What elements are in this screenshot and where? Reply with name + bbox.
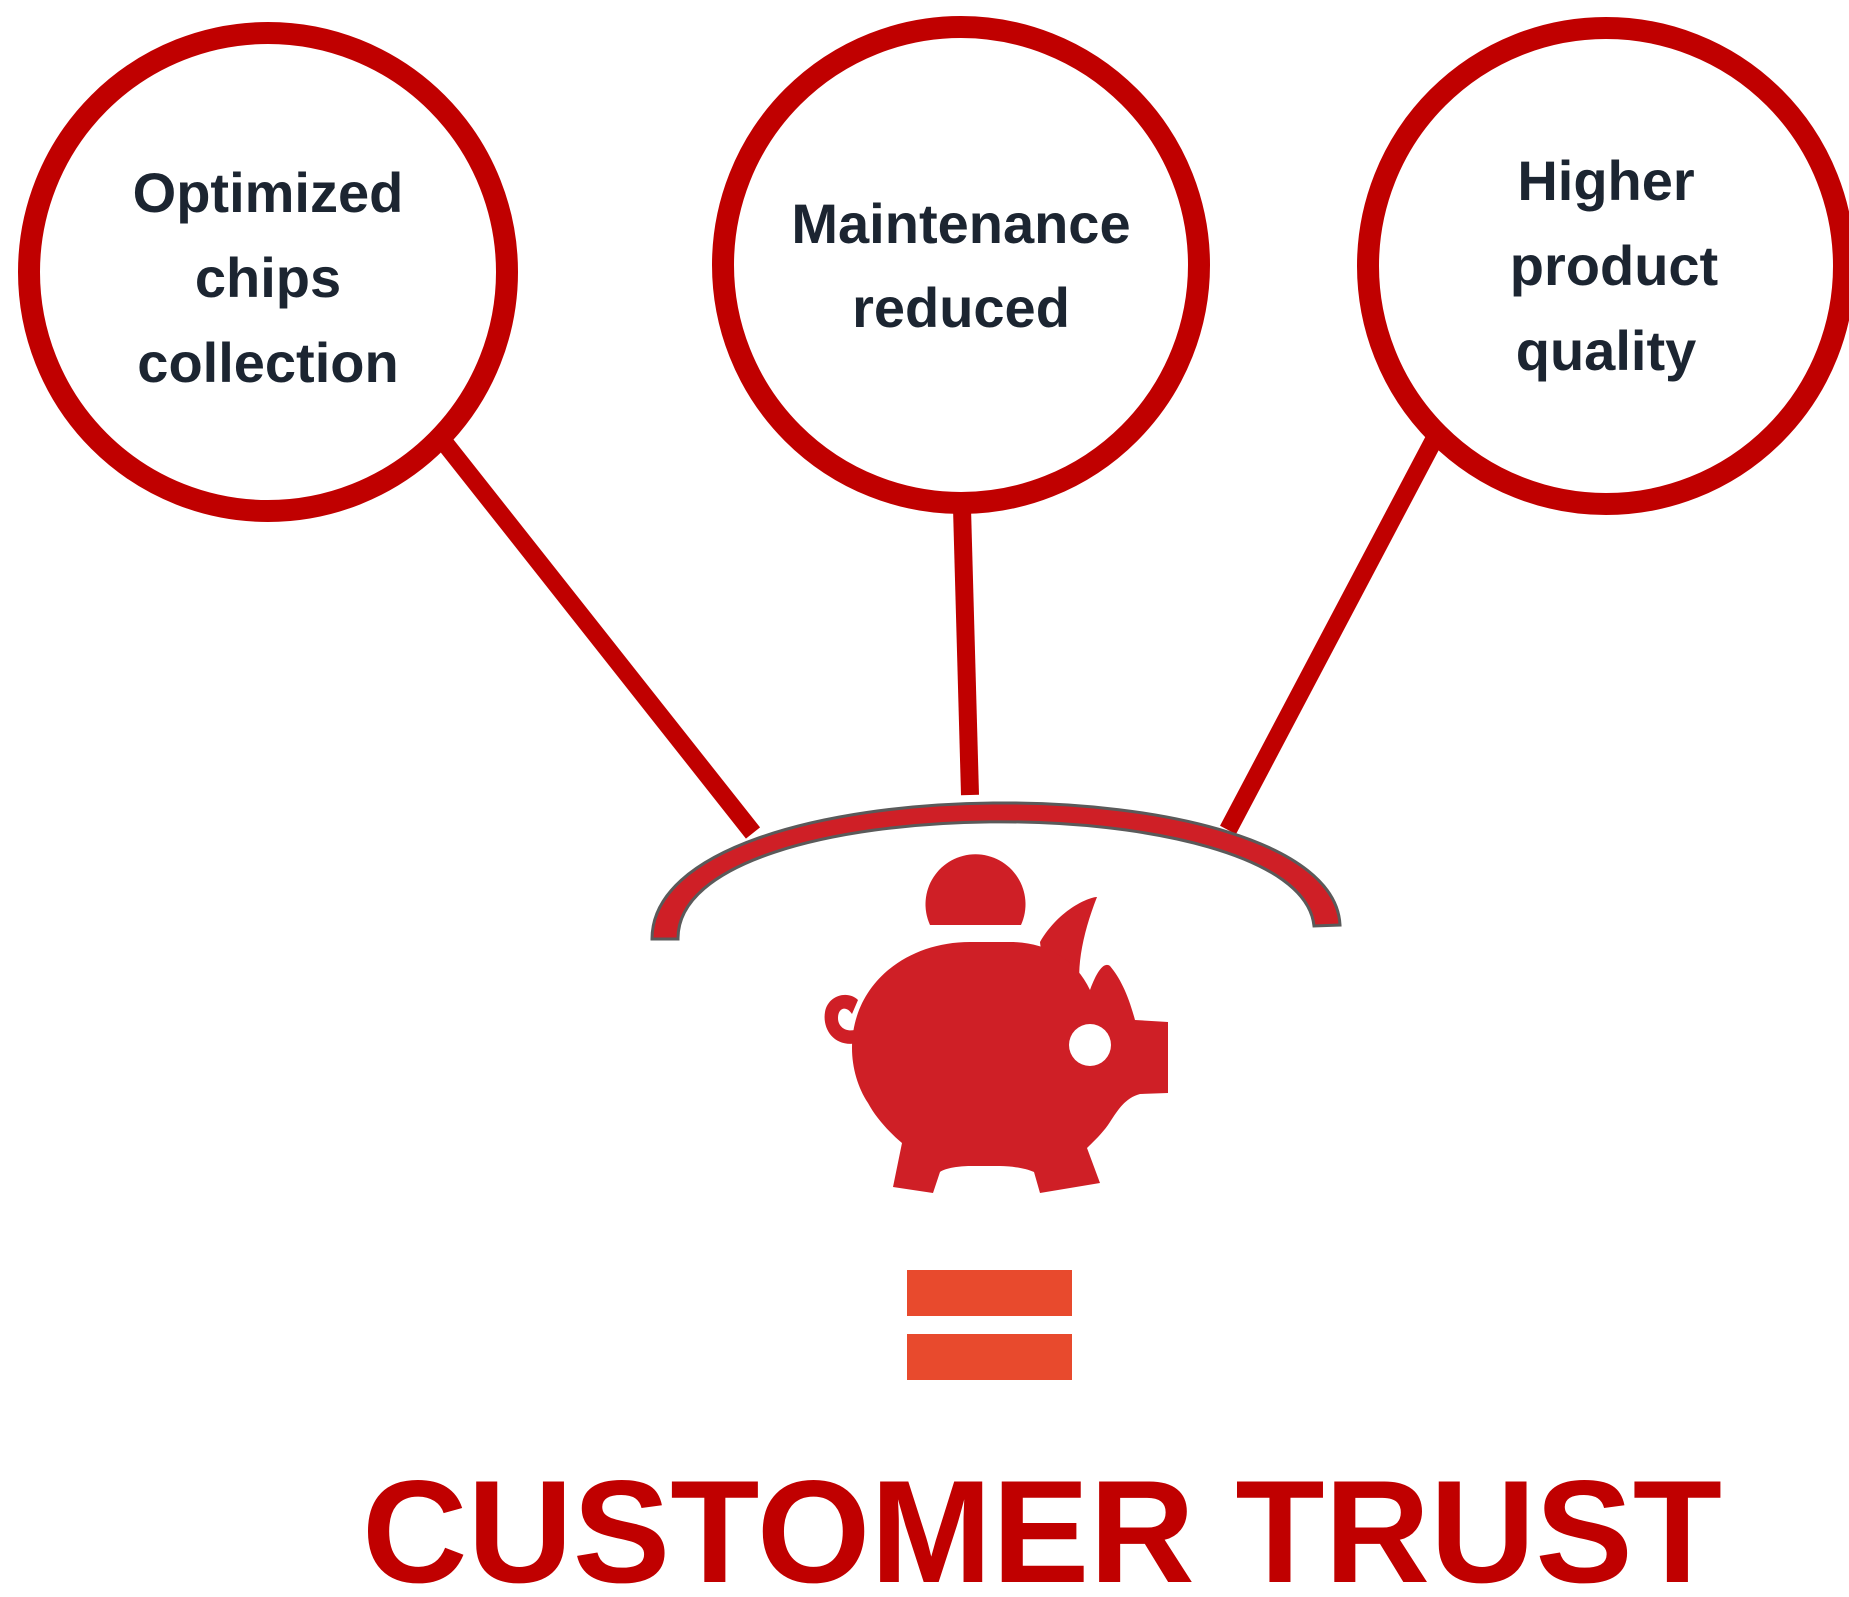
piggy-bank-icon [824, 854, 1168, 1193]
connector-left [432, 431, 761, 839]
connector-middle [953, 507, 979, 796]
umbrella-arc [650, 801, 1342, 941]
connector-right [1220, 431, 1444, 835]
benefit-label-line: reduced [852, 276, 1070, 339]
benefit-label-line: Higher [1517, 149, 1694, 212]
connectors [432, 431, 1444, 839]
benefit-higher-quality: Higher product quality [1357, 17, 1849, 515]
equals-icon [907, 1270, 1072, 1380]
benefit-optimized-chips: Optimized chips collection [18, 22, 518, 522]
benefit-label-line: Maintenance [791, 192, 1130, 255]
benefit-label-line: product [1510, 234, 1718, 297]
benefit-label-line: chips [195, 246, 341, 309]
benefit-circle [18, 22, 518, 522]
benefit-circle [1357, 17, 1849, 515]
benefit-circle [712, 16, 1210, 514]
benefit-label-line: collection [137, 331, 398, 394]
benefit-label-line: quality [1516, 319, 1696, 382]
piggy-eye [1069, 1024, 1111, 1066]
benefit-label-line: Optimized [133, 161, 404, 224]
benefit-maintenance-reduced: Maintenance reduced [712, 16, 1210, 514]
result-title: CUSTOMER TRUST [362, 1450, 1722, 1597]
